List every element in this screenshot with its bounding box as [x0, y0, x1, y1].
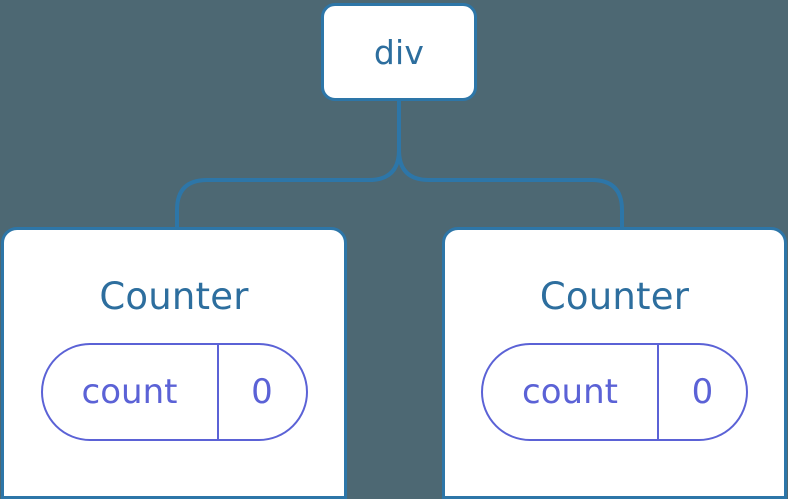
state-pill-right[interactable]: count 0: [481, 343, 748, 441]
state-value-left: 0: [251, 372, 273, 412]
node-counter-right[interactable]: Counter count 0: [442, 227, 787, 499]
counter-left-content: Counter count 0: [4, 230, 344, 441]
state-key-right: count: [483, 345, 659, 439]
state-pill-left[interactable]: count 0: [40, 343, 308, 441]
connector-right-branch: [397, 101, 624, 232]
state-value-right: 0: [691, 372, 714, 412]
node-counter-right-label: Counter: [539, 275, 690, 318]
node-counter-left[interactable]: Counter count 0: [1, 227, 347, 499]
state-key-left: count: [43, 345, 219, 439]
node-div-label: div: [373, 32, 425, 72]
node-div[interactable]: div: [321, 3, 477, 101]
counter-right-content: Counter count 0: [445, 230, 784, 441]
connector-left-branch: [175, 101, 401, 232]
node-counter-left-label: Counter: [99, 275, 249, 318]
